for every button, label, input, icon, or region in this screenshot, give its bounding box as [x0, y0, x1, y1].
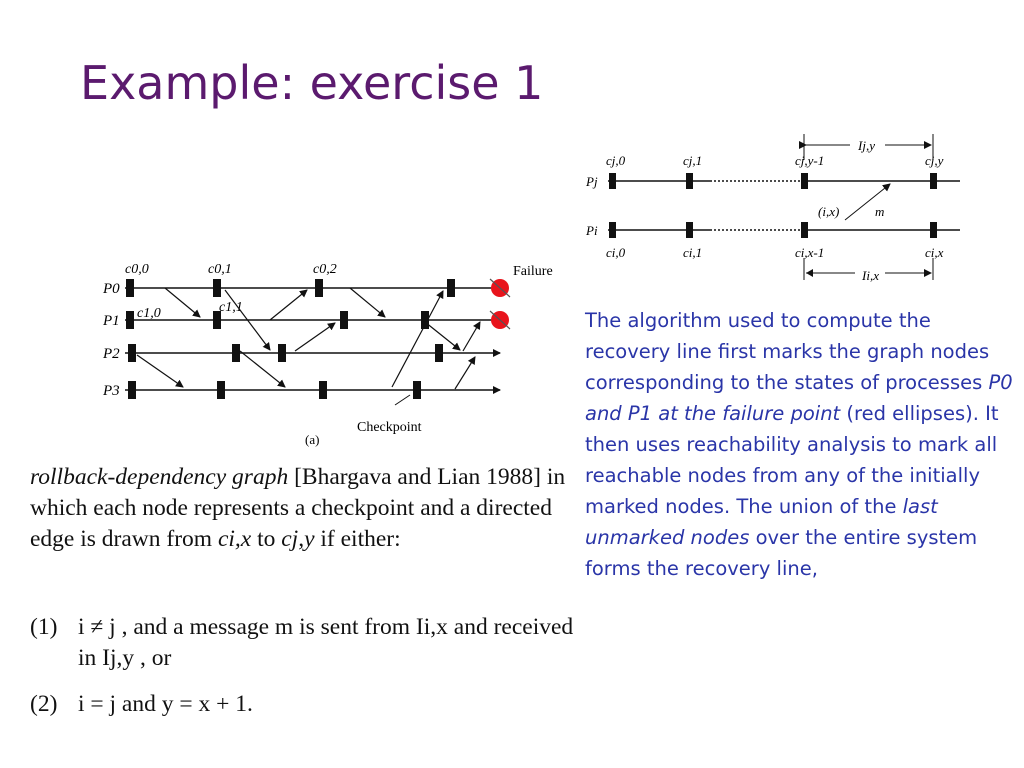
- label-ci0: ci,0: [606, 245, 626, 260]
- label-cj0: cj,0: [606, 153, 626, 168]
- message-arrow: [391, 290, 444, 388]
- checkpoint-mark: [421, 311, 429, 329]
- condition-number: (1): [30, 614, 58, 640]
- checkpoint-mark: [315, 279, 323, 297]
- checkpoint-mark: [217, 381, 225, 399]
- diagram-caption: (a): [305, 432, 319, 447]
- label-p1: P1: [102, 313, 120, 329]
- checkpoint-mark: [930, 222, 937, 238]
- label-cjy: cj,y: [925, 153, 944, 168]
- graph-definition: rollback-dependency graph [Bhargava and …: [30, 462, 575, 555]
- checkpoint-mark: [609, 222, 616, 238]
- to-node: cj,y: [281, 526, 315, 552]
- message-arrow: [164, 287, 201, 318]
- label-cj1: cj,1: [683, 153, 702, 168]
- message-arrow: [462, 321, 481, 352]
- checkpoint-mark: [801, 222, 808, 238]
- label-c01: c0,1: [208, 262, 232, 277]
- definition-term: rollback-dependency graph: [30, 464, 289, 490]
- label-c00: c0,0: [125, 262, 149, 277]
- label-cix1: ci,x-1: [795, 245, 824, 260]
- checkpoint-mark: [319, 381, 327, 399]
- message-arrow: [424, 321, 461, 351]
- explanation-part1: The algorithm used to compute the recove…: [585, 309, 990, 394]
- label-p2: P2: [102, 346, 120, 362]
- message-arrow: [844, 183, 891, 221]
- message-label: m: [875, 204, 884, 219]
- explanation-part2: (red ellipses). It then uses reachabilit…: [585, 402, 999, 518]
- from-node: ci,x: [217, 526, 252, 552]
- label-pi: Pi: [585, 223, 598, 238]
- message-arrow: [294, 322, 336, 352]
- label-c02: c0,2: [313, 262, 337, 277]
- label-cjy1: cj,y-1: [795, 153, 824, 168]
- label-pj: Pj: [585, 174, 598, 189]
- edge-conditions: (1) i ≠ j , and a message m is sent from…: [30, 612, 590, 720]
- condition-item: (1) i ≠ j , and a message m is sent from…: [30, 612, 590, 674]
- checkpoint-mark: [340, 311, 348, 329]
- definition-tail: if either:: [320, 526, 401, 552]
- explanation-emphasis-1: P0 and P1 at the failure point: [585, 371, 1013, 425]
- interval-bottom-label: Ii,x: [861, 268, 879, 283]
- message-arrow: [239, 350, 286, 388]
- message-arrow: [454, 356, 476, 390]
- message-arrow: [349, 287, 386, 318]
- message-arrow: [269, 289, 308, 321]
- algorithm-explanation: The algorithm used to compute the recove…: [585, 305, 1015, 584]
- label-p3: P3: [102, 383, 120, 399]
- checkpoint-mark: [213, 311, 221, 329]
- checkpoint-mark: [686, 222, 693, 238]
- definition-citation: [Bhargava and Lian 1988]: [294, 464, 541, 490]
- checkpoint-mark: [128, 344, 136, 362]
- label-ci1: ci,1: [683, 245, 702, 260]
- checkpoint-mark: [126, 311, 134, 329]
- checkpoint-mark: [435, 344, 443, 362]
- checkpoint-mark: [801, 173, 808, 189]
- message-arrow: [224, 289, 271, 351]
- checkpoint-mark: [213, 279, 221, 297]
- condition-item: (2) i = j and y = x + 1.: [30, 689, 590, 720]
- message-arrow: [136, 354, 184, 388]
- checkpoint-mark: [126, 279, 134, 297]
- to-word: to: [257, 526, 276, 552]
- label-c11: c1,1: [219, 300, 243, 315]
- checkpoint-diagram: P0 P1 P2 P3 c0,0 c0,1 c0,2 c1,0 c1,1: [102, 262, 553, 447]
- explanation-part3: over the entire system forms the recover…: [585, 526, 978, 580]
- label-c10: c1,0: [137, 306, 161, 321]
- checkpoint-label: Checkpoint: [357, 420, 422, 435]
- checkpoint-mark: [930, 173, 937, 189]
- checkpoint-mark: [232, 344, 240, 362]
- checkpoint-mark: [128, 381, 136, 399]
- failure-label: Failure: [513, 264, 553, 279]
- slide-title: Example: exercise 1: [80, 56, 544, 110]
- checkpoint-mark: [609, 173, 616, 189]
- checkpoint-mark: [447, 279, 455, 297]
- checkpoint-mark: [686, 173, 693, 189]
- interval-top-label: Ij,y: [857, 138, 875, 153]
- checkpoint-mark: [278, 344, 286, 362]
- condition-number: (2): [30, 691, 58, 717]
- condition-text: i = j and y = x + 1.: [78, 691, 253, 717]
- label-p0: P0: [102, 281, 120, 297]
- interval-diagram: Pj Pi cj,0 cj,1 cj,y-1 cj,y ci,0 ci,1 ci…: [585, 134, 960, 283]
- label-cix: ci,x: [925, 245, 944, 260]
- definition-body: in which each node represents a checkpoi…: [30, 464, 566, 552]
- condition-text: i ≠ j , and a message m is sent from Ii,…: [78, 614, 574, 671]
- explanation-emphasis-2: last unmarked nodes: [585, 495, 938, 549]
- checkpoint-mark: [413, 381, 421, 399]
- event-label: (i,x): [818, 204, 839, 219]
